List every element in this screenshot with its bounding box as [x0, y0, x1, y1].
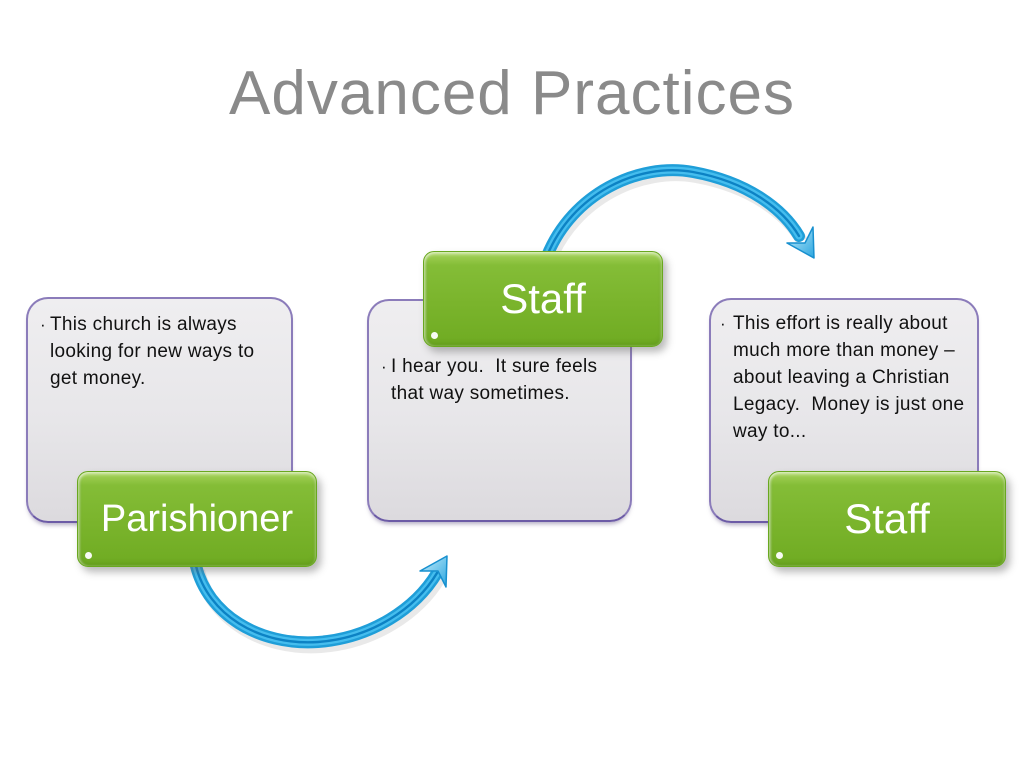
- label-text: Staff: [500, 275, 586, 322]
- slide-title: Advanced Practices: [229, 59, 795, 128]
- text-line: much more than money –: [733, 340, 956, 361]
- text-line: Legacy. Money is just one: [733, 394, 965, 415]
- curved-arrow-parishioner-to-staff: [190, 555, 448, 654]
- text-line: looking for new ways to: [50, 341, 255, 362]
- label-text: Parishioner: [100, 497, 294, 540]
- label-staff-1: Staff: [423, 251, 663, 347]
- text-line: This church is always: [50, 314, 237, 335]
- arrowhead: [419, 555, 448, 588]
- bullet-icon: ·: [40, 315, 46, 334]
- curved-arrow-staff-to-staff: [541, 164, 815, 264]
- label-staff-2: Staff: [768, 471, 1006, 567]
- label-parishioner: Parishioner: [77, 471, 317, 567]
- text-line: that way sometimes.: [391, 383, 570, 404]
- label-text: Staff: [844, 495, 930, 542]
- bullet-icon: ·: [381, 357, 387, 376]
- callout-body: · I hear you. It sure feels that way som…: [369, 301, 630, 407]
- text-line: This effort is really about: [733, 313, 948, 334]
- callout-text: This church is always looking for new wa…: [50, 311, 254, 392]
- callout-body: · This effort is really about much more …: [711, 300, 977, 445]
- bullet-icon: ·: [720, 314, 726, 333]
- callout-text: This effort is really about much more th…: [733, 310, 964, 445]
- arrowhead: [786, 226, 815, 259]
- text-line: get money.: [50, 368, 146, 389]
- text-line: way to...: [733, 421, 807, 442]
- text-line: about leaving a Christian: [733, 367, 950, 388]
- callout-text: I hear you. It sure feels that way somet…: [391, 353, 597, 407]
- callout-body: · This church is always looking for new …: [28, 299, 291, 392]
- text-line: I hear you. It sure feels: [391, 356, 598, 377]
